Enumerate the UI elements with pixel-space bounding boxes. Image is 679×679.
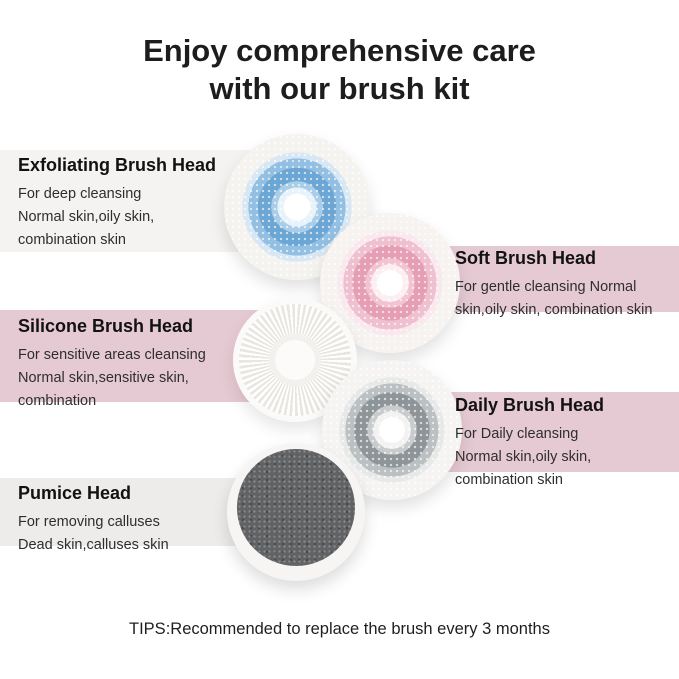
section-line: combination skin	[18, 232, 126, 248]
section-line: For Daily cleansing	[455, 426, 579, 442]
exfoliating-brush-image	[224, 134, 370, 280]
section-line: For removing calluses	[18, 514, 160, 530]
section-line: combination skin	[455, 472, 563, 488]
silicone-brush-image	[233, 298, 357, 422]
section-heading: Exfoliating Brush Head	[18, 155, 217, 175]
page-title: Enjoy comprehensive care with our brush …	[0, 32, 679, 108]
section-soft: Soft Brush Head For gentle cleansing Nor…	[455, 248, 673, 322]
section-silicone: Silicone Brush Head For sensitive areas …	[18, 316, 263, 413]
daily-brush-image	[322, 360, 462, 500]
title-line-1: Enjoy comprehensive care	[143, 33, 536, 68]
section-daily: Daily Brush Head For Daily cleansing Nor…	[455, 395, 673, 492]
section-heading: Pumice Head	[18, 483, 132, 503]
section-heading: Daily Brush Head	[455, 395, 605, 415]
section-heading: Soft Brush Head	[455, 248, 597, 268]
section-line: Normal skin,oily skin,	[455, 449, 592, 465]
section-line: Normal skin,sensitive skin,	[18, 370, 189, 386]
section-line: Dead skin,calluses skin	[18, 537, 169, 553]
section-line: combination	[18, 393, 97, 409]
pumice-head-image	[227, 443, 365, 581]
section-pumice: Pumice Head For removing calluses Dead s…	[18, 483, 263, 557]
section-heading: Silicone Brush Head	[18, 316, 194, 336]
tips-text: TIPS:Recommended to replace the brush ev…	[129, 620, 550, 638]
section-exfoliating: Exfoliating Brush Head For deep cleansin…	[18, 155, 253, 252]
section-line: Normal skin,oily skin,	[18, 209, 155, 225]
section-line: For deep cleansing	[18, 186, 142, 202]
section-line: For gentle cleansing Normal	[455, 279, 637, 295]
section-line: For sensitive areas cleansing	[18, 347, 206, 363]
title-line-2: with our brush kit	[209, 71, 470, 106]
section-line: skin,oily skin, combination skin	[455, 302, 653, 318]
